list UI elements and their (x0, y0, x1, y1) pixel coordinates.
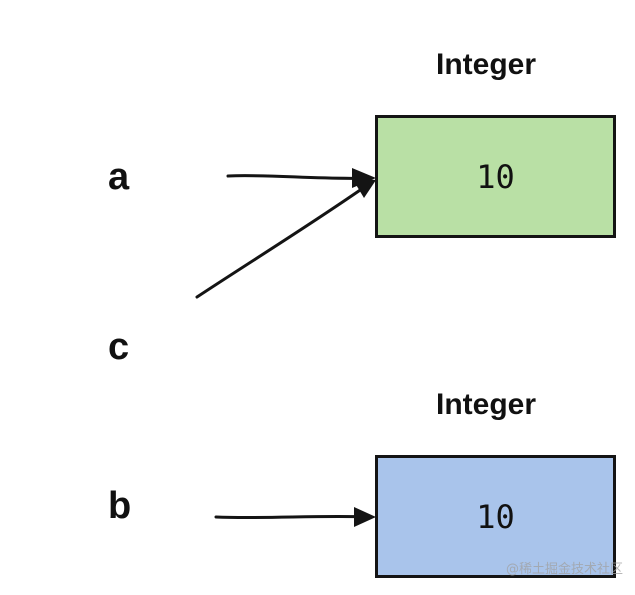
variable-a-label: a (108, 156, 130, 198)
watermark: @稀土掘金技术社区 (505, 562, 623, 577)
top-integer-object: 10 (375, 115, 616, 238)
arrowhead-c (352, 178, 376, 198)
bottom-object-type-label: Integer (436, 388, 537, 421)
arrow-c-to-top-object (195, 184, 368, 299)
bottom-object-value: 10 (476, 497, 515, 536)
top-object-value: 10 (476, 157, 515, 196)
top-object-type-label: Integer (436, 48, 537, 81)
variable-c-label: c (108, 326, 130, 368)
arrowhead-b (354, 507, 376, 527)
arrow-a-to-top-object (226, 174, 372, 180)
bottom-integer-object: 10 (375, 455, 616, 578)
variable-b-label: b (108, 485, 132, 527)
arrow-b-to-bottom-object (214, 514, 372, 520)
